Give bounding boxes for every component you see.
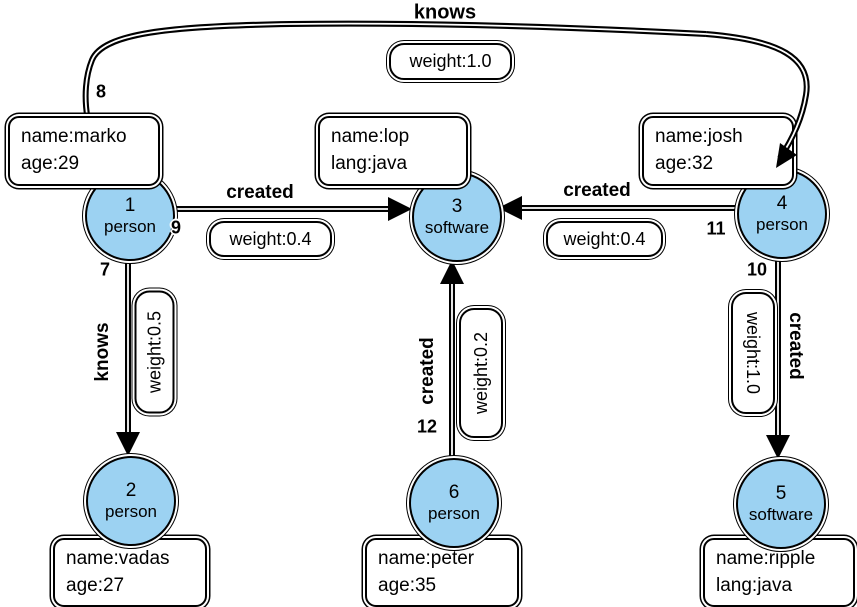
arrowhead-icon	[776, 143, 797, 168]
property-line: name:lop	[331, 126, 410, 147]
node-vertex-3: 3 software	[412, 172, 502, 262]
node-vertex-2: 2 person	[86, 456, 176, 546]
node-label: person	[104, 217, 156, 236]
node-vertex-5: 5 software	[736, 459, 826, 549]
edge-arc-knows-8-tail-core	[705, 33, 808, 159]
arrowhead-icon	[766, 435, 790, 459]
edge-id-9: 9	[170, 217, 182, 238]
property-line: age:27	[66, 575, 125, 596]
arrowhead-icon	[388, 197, 412, 221]
node-label: person	[428, 504, 480, 523]
edge-id-10: 10	[746, 259, 768, 280]
property-box-lop: name:lop lang:java	[318, 116, 468, 186]
edge-weight-badge-11: weight:0.4	[546, 221, 663, 257]
property-line: name:peter	[378, 548, 475, 569]
property-line: lang:java	[331, 153, 408, 174]
property-line: name:marko	[21, 126, 127, 147]
node-id: 3	[451, 196, 463, 217]
property-line: name:ripple	[716, 548, 816, 569]
node-label: software	[424, 218, 490, 237]
edge-label-created-9: created	[226, 182, 294, 203]
edge-weight-badge-8: weight:1.0	[389, 43, 512, 80]
node-id: 5	[775, 483, 787, 504]
node-label: person	[756, 215, 808, 234]
node-id: 6	[448, 482, 460, 503]
node-label: person	[105, 502, 157, 521]
arrowhead-icon	[440, 260, 464, 284]
property-line: lang:java	[716, 575, 793, 596]
edge-label-created-11: created	[563, 180, 631, 201]
edge-id-7: 7	[99, 259, 111, 280]
property-line: age:29	[21, 153, 80, 174]
arrowhead-icon	[498, 196, 522, 220]
property-line: age:32	[655, 153, 714, 174]
property-box-josh: name:josh age:32	[642, 116, 794, 186]
node-vertex-6: 6 person	[409, 458, 499, 548]
node-id: 4	[776, 193, 788, 214]
property-line: name:vadas	[66, 548, 170, 569]
property-line: name:josh	[655, 126, 743, 147]
edge-id-11: 11	[706, 218, 726, 239]
edge-id-8: 8	[95, 81, 107, 102]
property-box-ripple: name:ripple lang:java	[703, 538, 855, 607]
node-id: 1	[124, 195, 136, 216]
edge-arc-knows-8-core	[84, 22, 707, 177]
property-box-marko: name:marko age:29	[8, 116, 160, 186]
property-box-peter: name:peter age:35	[365, 538, 519, 607]
arrowhead-icon	[116, 432, 140, 456]
property-line: age:35	[378, 575, 437, 596]
node-id: 2	[125, 480, 137, 501]
node-label: software	[748, 505, 814, 524]
edge-id-12: 12	[416, 416, 438, 437]
edge-weight-badge-9: weight:0.4	[209, 221, 332, 257]
edge-label-knows-8: knows	[413, 1, 477, 24]
node-vertex-1: 1 person	[85, 171, 175, 261]
